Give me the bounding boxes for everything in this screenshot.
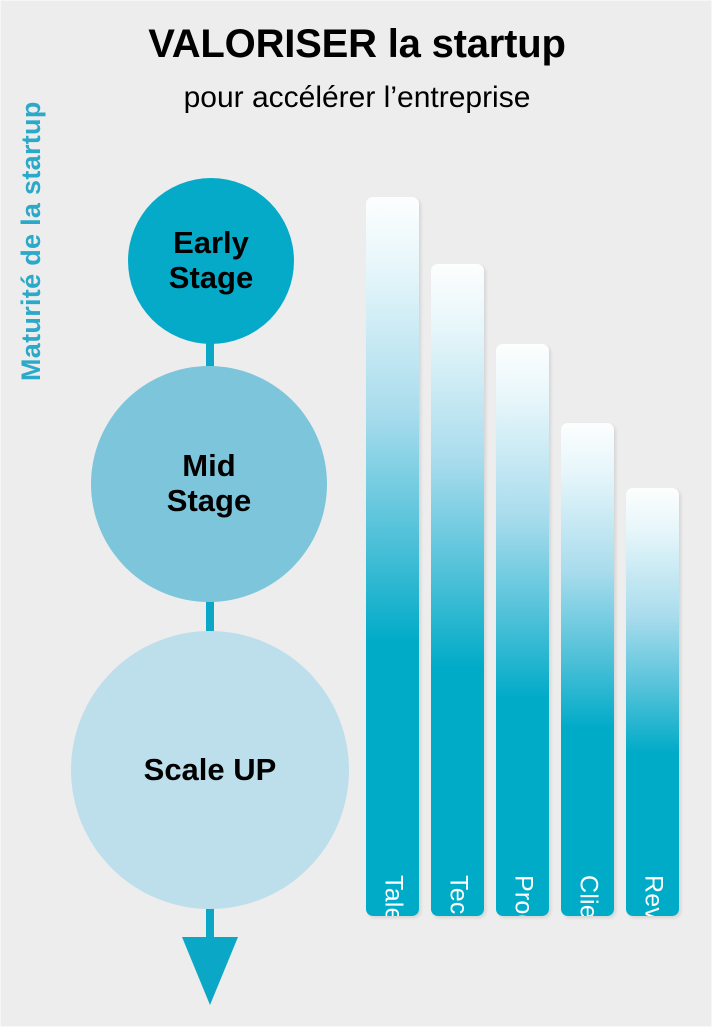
bar-revenues[interactable]: Revenues	[626, 488, 679, 916]
maturity-stage-column: Early Stage Mid Stage Scale UP	[1, 1, 361, 1026]
stage-label-scale-up: Scale UP	[143, 751, 277, 787]
connector-mid-to-scale	[206, 579, 214, 641]
down-arrow-icon	[182, 937, 238, 1005]
stage-label-line2: Stage	[168, 260, 254, 295]
stage-circle-mid-stage[interactable]: Mid Stage	[91, 366, 327, 602]
bar-label-talents: Talents	[379, 875, 407, 916]
bar-technologie[interactable]: Technologie	[431, 264, 484, 916]
stage-label-mid-stage: Mid Stage	[166, 448, 252, 518]
stage-label-line1: Early	[173, 225, 249, 261]
header: VALORISER la startup pour accélérer l’en…	[1, 1, 711, 116]
connector-scale-to-arrow	[206, 893, 214, 941]
page-title: VALORISER la startup	[148, 22, 566, 66]
bar-talents[interactable]: Talents	[366, 197, 419, 916]
stage-circle-scale-up[interactable]: Scale UP	[71, 631, 349, 909]
stage-label-line1: Mid	[182, 448, 236, 484]
bar-label-technologie: Technologie	[443, 875, 472, 916]
bar-label-produits-services: Produits /Services	[508, 875, 537, 916]
bar-clients[interactable]: Clients	[561, 423, 614, 916]
connector-early-to-mid	[206, 331, 214, 393]
page-subtitle: pour accélérer l’entreprise	[183, 81, 531, 114]
stage-circle-early-stage[interactable]: Early Stage	[128, 178, 294, 344]
stage-label-line2: Stage	[166, 483, 252, 518]
stage-label-early-stage: Early Stage	[168, 225, 254, 295]
bar-produits-services[interactable]: Produits /Services	[496, 344, 549, 916]
bar-label-clients: Clients	[574, 875, 602, 916]
bar-label-revenues: Revenues	[638, 875, 667, 916]
